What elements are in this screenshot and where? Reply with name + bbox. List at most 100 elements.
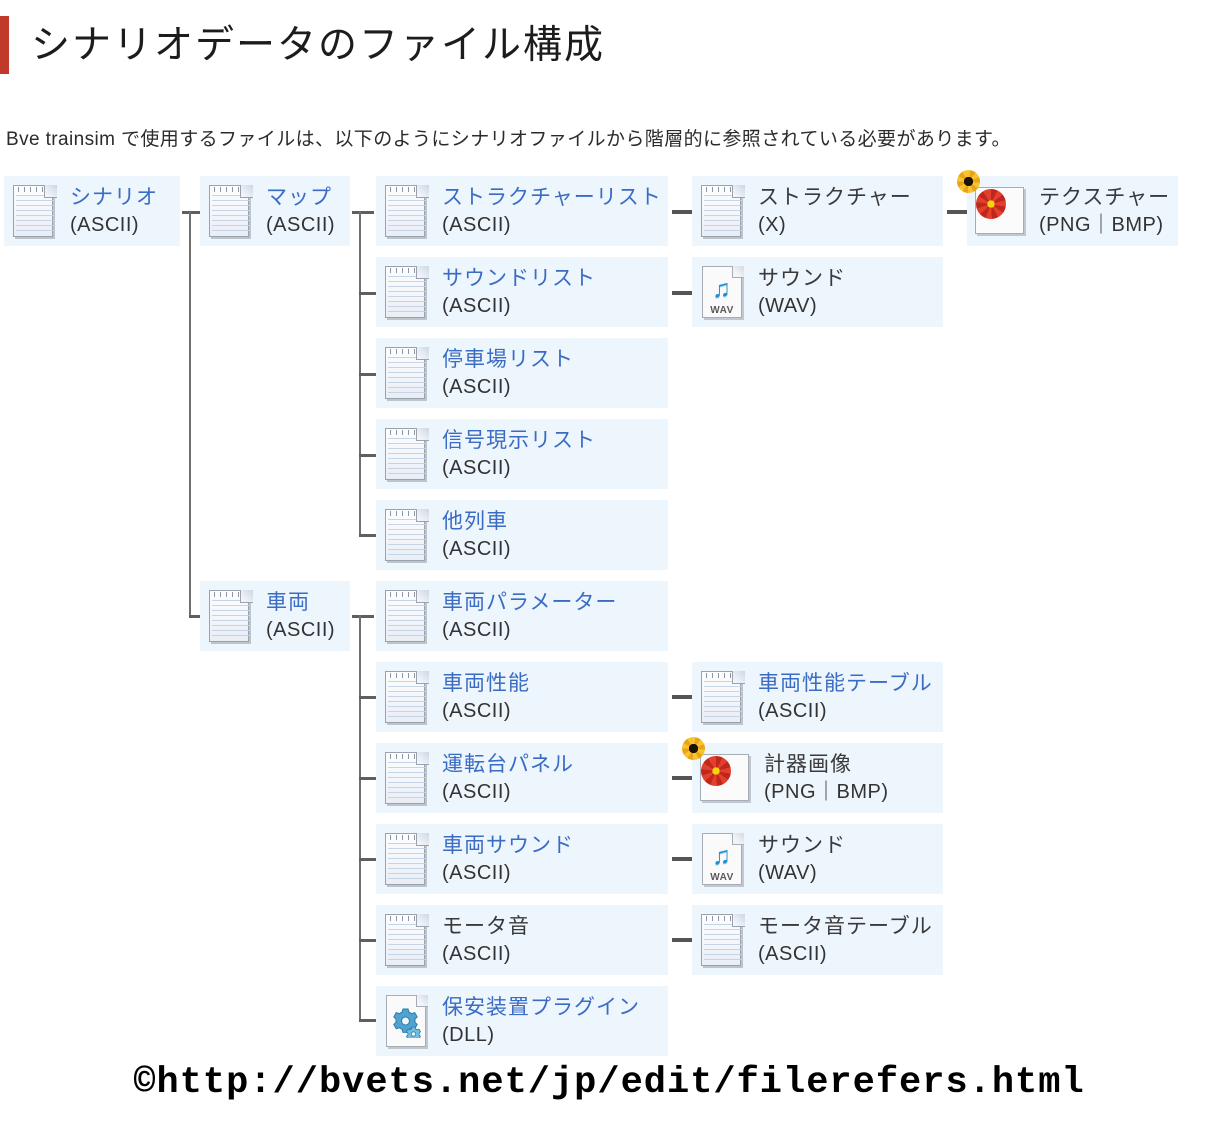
text-file-icon: [208, 587, 254, 645]
text-file-icon: [700, 182, 746, 240]
connector-dash: [672, 938, 692, 942]
dll-file-icon: [384, 992, 430, 1050]
text-file-icon: [700, 668, 746, 726]
connector-dash: [672, 695, 692, 699]
node-label: 保安装置プラグイン: [442, 996, 640, 1020]
node-format: (X): [758, 213, 787, 236]
node-map[interactable]: マップ (ASCII): [200, 176, 350, 246]
connector-stub: [359, 454, 376, 457]
connector-stub: [352, 615, 374, 618]
node-vehicle[interactable]: 車両 (ASCII): [200, 581, 350, 651]
node-vehicle-performance-table[interactable]: 車両性能テーブル (ASCII): [692, 662, 943, 732]
page-title: シナリオデータのファイル構成: [31, 23, 606, 67]
node-format: (ASCII): [442, 861, 512, 884]
node-label: 他列車: [442, 510, 508, 534]
connector-stub: [359, 939, 376, 942]
node-label: 車両サウンド: [442, 834, 574, 858]
gear-icon: [393, 1008, 421, 1038]
node-format: (ASCII): [70, 213, 140, 236]
node-other-train[interactable]: 他列車 (ASCII): [376, 500, 668, 570]
node-sound-list[interactable]: サウンドリスト (ASCII): [376, 257, 668, 327]
node-format: (ASCII): [442, 699, 512, 722]
node-format: (ASCII): [442, 780, 512, 803]
page-header: シナリオデータのファイル構成: [0, 14, 605, 76]
wav-file-icon: ♫WAV: [700, 263, 746, 321]
image-file-icon: [957, 170, 1027, 237]
node-format: (DLL): [442, 1023, 495, 1046]
node-label: 車両性能テーブル: [758, 672, 933, 696]
node-format: (ASCII): [266, 618, 336, 641]
text-file-icon: [384, 425, 430, 483]
node-sound-map: ♫WAV サウンド (WAV): [692, 257, 943, 327]
node-format: (ASCII): [442, 213, 512, 236]
text-file-icon: [384, 506, 430, 564]
text-file-icon: [208, 182, 254, 240]
connector-dash: [672, 776, 692, 780]
connector-dash: [672, 210, 692, 214]
node-format: (ASCII): [442, 294, 512, 317]
node-signal-list[interactable]: 信号現示リスト (ASCII): [376, 419, 668, 489]
node-vehicle-parameter[interactable]: 車両パラメーター (ASCII): [376, 581, 668, 651]
node-format: (ASCII): [758, 942, 828, 965]
text-file-icon: [384, 263, 430, 321]
node-format: (ASCII): [442, 618, 512, 641]
connector-stub: [182, 211, 204, 214]
wav-file-icon: ♫WAV: [700, 830, 746, 888]
connector-stub: [359, 292, 376, 295]
node-label: テクスチャー: [1039, 186, 1171, 210]
node-vehicle-performance[interactable]: 車両性能 (ASCII): [376, 662, 668, 732]
connector-stub: [359, 373, 376, 376]
node-structure: ストラクチャー (X): [692, 176, 943, 246]
node-structure-list[interactable]: ストラクチャーリスト (ASCII): [376, 176, 668, 246]
node-vehicle-sound[interactable]: 車両サウンド (ASCII): [376, 824, 668, 894]
node-label: 停車場リスト: [442, 348, 574, 372]
node-label: サウンドリスト: [442, 267, 596, 291]
text-file-icon: [700, 911, 746, 969]
connector-stub: [352, 211, 374, 214]
connector-vline: [189, 211, 191, 616]
text-file-icon: [384, 668, 430, 726]
connector-stub: [359, 534, 376, 537]
node-label: 運転台パネル: [442, 753, 574, 777]
node-label: サウンド: [758, 267, 846, 291]
node-label: ストラクチャーリスト: [442, 186, 662, 210]
node-format: (WAV): [758, 861, 818, 884]
node-label: サウンド: [758, 834, 846, 858]
source-url-watermark: ©http://bvets.net/jp/edit/filerefers.htm…: [133, 1062, 1085, 1104]
text-file-icon: [384, 587, 430, 645]
node-format: (PNG｜BMP): [764, 780, 889, 803]
node-label: シナリオ: [70, 186, 158, 210]
node-motor-noise-table: モータ音テーブル (ASCII): [692, 905, 943, 975]
connector-dash: [672, 291, 692, 295]
connector-dash: [672, 857, 692, 861]
node-label: 車両: [266, 591, 310, 615]
node-format: (ASCII): [758, 699, 828, 722]
text-file-icon: [12, 182, 58, 240]
text-file-icon: [384, 911, 430, 969]
node-label: 計器画像: [764, 753, 852, 777]
node-safety-plugin[interactable]: 保安装置プラグイン (DLL): [376, 986, 668, 1056]
text-file-icon: [384, 182, 430, 240]
node-station-list[interactable]: 停車場リスト (ASCII): [376, 338, 668, 408]
node-sound-vehicle: ♫WAV サウンド (WAV): [692, 824, 943, 894]
node-format: (WAV): [758, 294, 818, 317]
node-texture: テクスチャー (PNG｜BMP): [957, 170, 1178, 246]
node-label: モータ音: [442, 915, 530, 939]
node-cab-panel[interactable]: 運転台パネル (ASCII): [376, 743, 668, 813]
node-label: 信号現示リスト: [442, 429, 596, 453]
node-format: (ASCII): [442, 456, 512, 479]
connector-vline: [359, 615, 361, 1020]
connector-stub: [189, 615, 204, 618]
node-format: (ASCII): [442, 942, 512, 965]
node-label: ストラクチャー: [758, 186, 912, 210]
node-label: 車両性能: [442, 672, 530, 696]
node-scenario[interactable]: シナリオ (ASCII): [4, 176, 180, 246]
file-structure-diagram: シナリオ (ASCII) マップ (ASCII) ストラクチャーリスト (ASC…: [0, 170, 1218, 1060]
node-label: モータ音テーブル: [758, 915, 933, 939]
node-format: (ASCII): [442, 375, 512, 398]
node-motor-noise: モータ音 (ASCII): [376, 905, 668, 975]
node-gauge-image: 計器画像 (PNG｜BMP): [682, 737, 943, 813]
connector-stub: [359, 777, 376, 780]
title-accent-bar: [0, 16, 9, 74]
node-label: マップ: [266, 186, 332, 210]
